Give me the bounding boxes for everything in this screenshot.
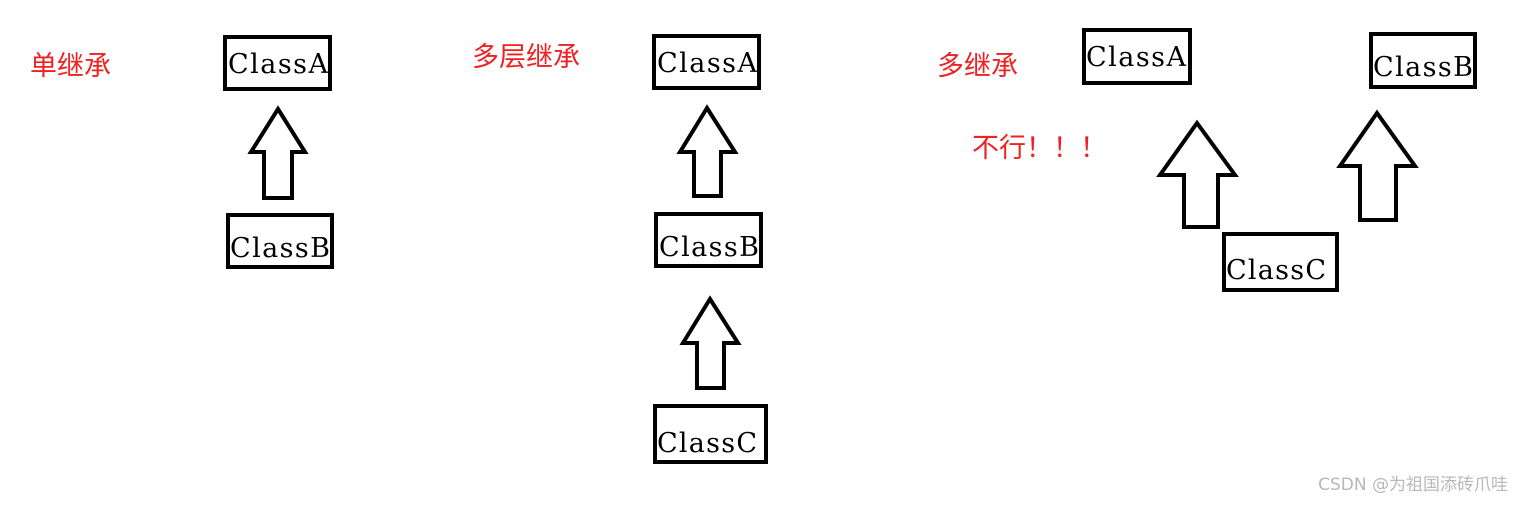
node-label: ClassB xyxy=(1373,52,1473,83)
node-box xyxy=(1222,232,1339,292)
node-label: ClassA xyxy=(228,49,329,80)
label-single-inheritance: 单继承 xyxy=(30,51,111,82)
node-s2-classa: ClassA xyxy=(652,34,761,90)
node-box xyxy=(226,213,334,269)
label-multilevel-inheritance: 多层继承 xyxy=(472,42,580,73)
node-label: ClassA xyxy=(657,48,758,79)
node-box xyxy=(1082,28,1192,85)
node-s3-classa: ClassA xyxy=(1082,28,1192,85)
node-box xyxy=(1369,32,1477,89)
node-s2-classc: ClassC xyxy=(653,404,768,464)
node-s3-classb: ClassB xyxy=(1369,32,1477,89)
node-label: ClassB xyxy=(230,233,330,264)
label-multiple-inheritance: 多继承 xyxy=(937,51,1018,82)
node-box xyxy=(654,212,763,268)
node-label: ClassC xyxy=(657,428,757,459)
arrow-up-icon xyxy=(1336,109,1419,222)
section-multiple-inheritance: 多继承 不行！！！ ClassA ClassB ClassC xyxy=(937,28,1477,292)
node-label: ClassC xyxy=(1226,255,1326,286)
note-not-allowed: 不行！！！ xyxy=(972,133,1107,164)
node-label: ClassA xyxy=(1086,42,1187,73)
arrow-up-icon xyxy=(247,105,309,200)
arrow-up-icon xyxy=(676,104,739,198)
node-box xyxy=(652,34,761,90)
arrow-up-icon xyxy=(679,295,742,390)
node-box xyxy=(223,35,332,91)
section-single-inheritance: 单继承 ClassA ClassB xyxy=(30,35,334,269)
watermark: CSDN @为祖国添砖爪哇 xyxy=(1318,475,1508,495)
node-box xyxy=(653,404,768,464)
node-s3-classc: ClassC xyxy=(1222,232,1339,292)
node-label: ClassB xyxy=(659,232,759,263)
node-s1-classb: ClassB xyxy=(226,213,334,269)
node-s2-classb: ClassB xyxy=(654,212,763,268)
node-s1-classa: ClassA xyxy=(223,35,332,91)
section-multilevel-inheritance: 多层继承 ClassA ClassB ClassC xyxy=(472,34,768,464)
arrow-up-icon xyxy=(1156,119,1239,229)
